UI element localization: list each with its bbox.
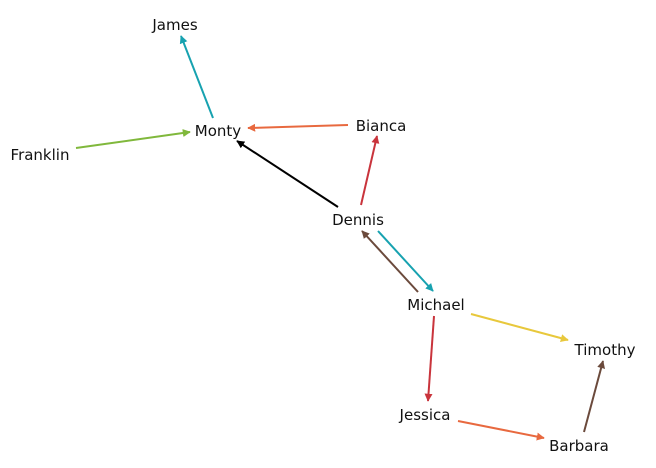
edge-dennis-to-bianca bbox=[360, 135, 380, 206]
edge-dennis-to-michael bbox=[377, 230, 434, 292]
edges-layer bbox=[75, 35, 606, 441]
edge-michael-to-jessica bbox=[424, 315, 435, 402]
edge-michael-to-timothy bbox=[470, 313, 569, 342]
edge-jessica-to-barbara bbox=[457, 420, 545, 441]
node-monty: Monty bbox=[195, 122, 242, 140]
edge-michael-to-dennis bbox=[361, 230, 419, 293]
edge-franklin-to-monty bbox=[75, 129, 191, 149]
node-michael: Michael bbox=[407, 296, 464, 314]
edge-bianca-to-monty bbox=[247, 123, 349, 132]
node-jessica: Jessica bbox=[399, 406, 451, 424]
node-james: James bbox=[151, 16, 197, 34]
node-franklin: Franklin bbox=[11, 146, 70, 164]
edge-dennis-to-monty bbox=[236, 140, 339, 208]
node-bianca: Bianca bbox=[356, 117, 407, 135]
nodes-layer: James Monty Franklin Bianca Dennis Micha… bbox=[11, 16, 636, 455]
node-dennis: Dennis bbox=[332, 211, 384, 229]
edge-barbara-to-timothy bbox=[583, 360, 606, 433]
node-barbara: Barbara bbox=[549, 437, 609, 455]
edge-monty-to-james bbox=[179, 35, 214, 119]
node-timothy: Timothy bbox=[574, 341, 636, 359]
